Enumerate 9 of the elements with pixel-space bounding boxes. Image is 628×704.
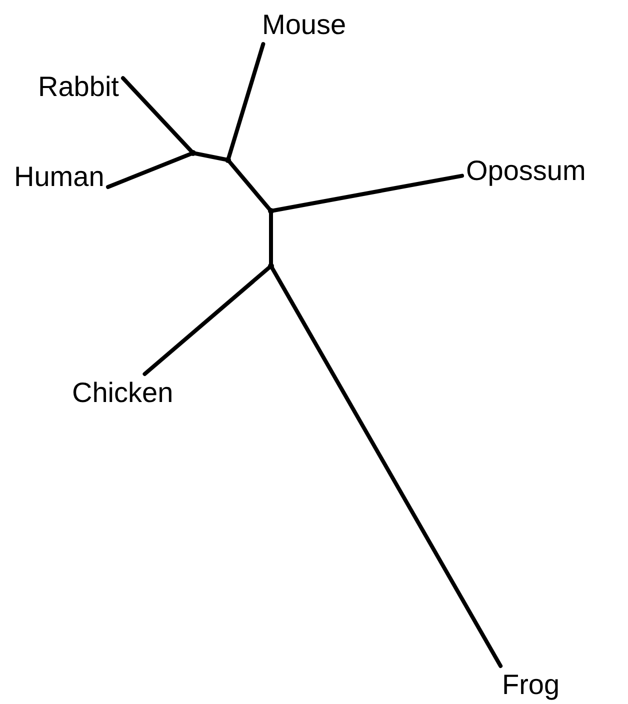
branch-line (121, 76, 195, 155)
species-label: Chicken (72, 376, 174, 410)
branch-line (142, 264, 273, 376)
species-label: Opossum (466, 154, 586, 188)
species-label: Mouse (262, 8, 346, 42)
species-label: Frog (502, 668, 560, 702)
species-label: Rabbit (38, 70, 119, 104)
branch-line (226, 158, 273, 213)
species-label: Human (14, 160, 104, 194)
